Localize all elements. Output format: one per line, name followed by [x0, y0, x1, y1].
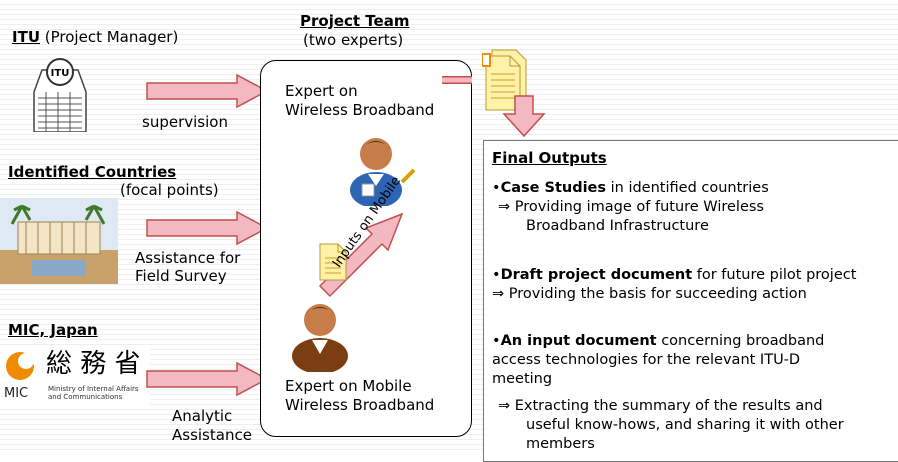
output-item-draft: •Draft project document for future pilot…: [492, 267, 857, 283]
countries-role: (focal points): [120, 181, 219, 199]
expert-person-icon: [350, 138, 416, 206]
mic-logo-abbr: MIC: [4, 386, 29, 401]
mic-action-line1: Analytic: [172, 407, 233, 425]
mic-sun-icon: [6, 352, 34, 380]
itu-name: ITU: [12, 28, 40, 46]
mic-logo: 総 務 省 MIC Ministry of Internal Affairs a…: [0, 348, 150, 406]
team-title: Project Team: [300, 12, 410, 30]
analytic-arrow: [146, 361, 269, 397]
item3-sub2: useful know-hows, and sharing it with ot…: [526, 417, 844, 433]
team-output-connector: [442, 76, 472, 84]
item3-bold: An input document: [500, 333, 657, 349]
output-documents-icon: [482, 49, 527, 111]
team-subtitle: (two experts): [303, 31, 404, 49]
item3-line3: meeting: [492, 371, 553, 387]
item3-rest: concerning broadband: [656, 333, 825, 349]
itu-role: (Project Manager): [44, 28, 179, 46]
supervision-arrow: [146, 73, 269, 109]
assistance-arrow: [146, 210, 269, 246]
mic-action-line2: Assistance: [172, 426, 252, 444]
mic-logo-en-line1: Ministry of Internal Affairs: [48, 385, 139, 393]
item1-sub2: Broadband Infrastructure: [526, 218, 709, 234]
item2-bold: Draft project document: [500, 267, 693, 283]
output-down-arrow: [502, 95, 546, 138]
item3-line2: access technologies for the relevant ITU…: [492, 352, 801, 368]
item1-sub1: ⇒ Providing image of future Wireless: [498, 199, 764, 215]
mic-name: MIC, Japan: [8, 321, 98, 339]
item2-rest: for future pilot project: [692, 267, 857, 283]
expert2-line1: Expert on Mobile: [285, 377, 412, 395]
item1-bold: Case Studies: [500, 180, 607, 196]
output-item-case-studies: •Case Studies in identified countries: [492, 180, 769, 196]
mobile-expert-person-icon: [292, 304, 348, 372]
item1-rest: in identified countries: [606, 180, 769, 196]
item3-sub1: ⇒ Extracting the summary of the results …: [498, 398, 823, 414]
expert1-line2: Wireless Broadband: [285, 101, 435, 119]
mic-logo-en-line2: and Communications: [48, 393, 123, 401]
expert2-line2: Wireless Broadband: [285, 396, 435, 414]
itu-building-icon: ITU: [33, 58, 87, 132]
itu-action-label: supervision: [142, 113, 228, 131]
mic-logo-kanji: 総 務 省: [46, 349, 141, 379]
item2-sub1: ⇒ Providing the basis for succeeding act…: [492, 286, 807, 302]
countries-name: Identified Countries: [8, 163, 177, 181]
input-document-icon: [319, 243, 347, 281]
itu-heading: ITU (Project Manager): [12, 28, 178, 46]
outputs-title: Final Outputs: [492, 149, 607, 167]
countries-action-line1: Assistance for: [135, 249, 241, 267]
parliament-building-icon: [0, 198, 118, 284]
final-outputs-panel: Final Outputs •Case Studies in identifie…: [483, 140, 898, 462]
output-item-input-document: •An input document concerning broadband: [492, 333, 825, 349]
countries-action-line2: Field Survey: [135, 267, 227, 285]
expert1-line1: Expert on: [285, 82, 358, 100]
svg-text:ITU: ITU: [51, 68, 70, 79]
item3-sub3: members: [526, 436, 595, 452]
